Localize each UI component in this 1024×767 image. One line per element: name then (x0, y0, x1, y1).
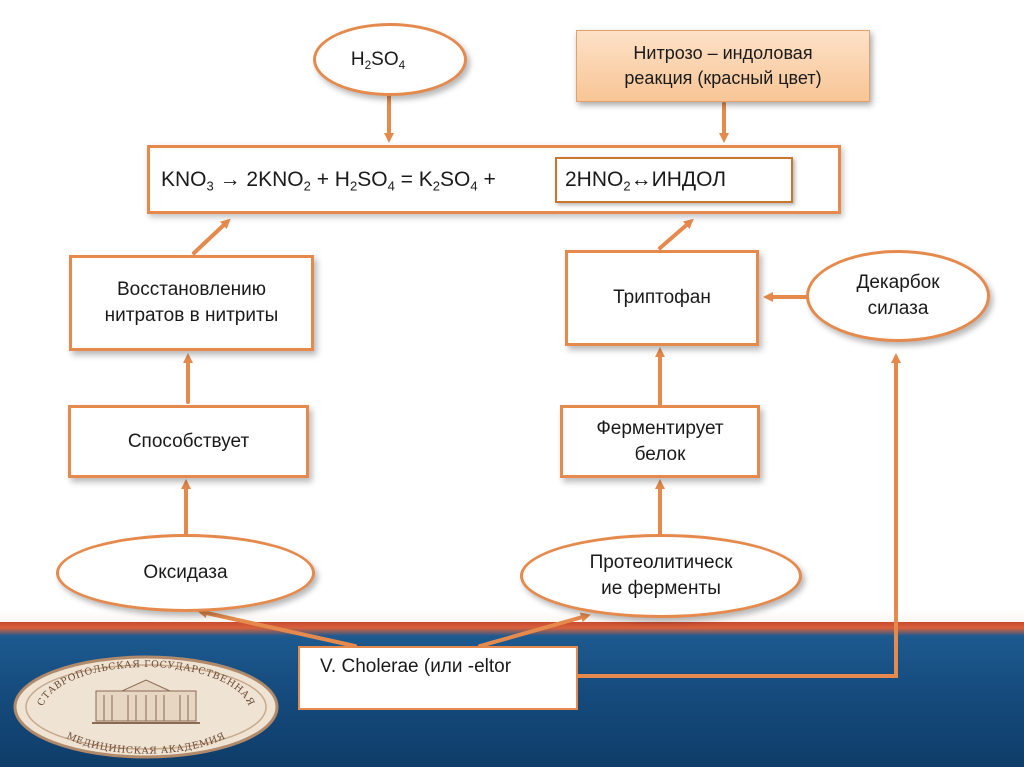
oxidase-ellipse: Оксидаза (56, 534, 315, 612)
nitroso-line2: реакция (красный цвет) (624, 68, 822, 88)
reduction-line2: нитратов в нитриты (104, 305, 279, 326)
building-icon (92, 679, 200, 724)
ferment-line2: белок (634, 443, 686, 465)
vibrio-cholerae-box: V. Cholerae (или -eltor (298, 646, 578, 710)
eq-plus: + (477, 168, 496, 191)
arrow-vchol-to-proteolytic (478, 612, 591, 648)
eq-sub-2a: 2 (303, 178, 311, 194)
ferment-protein-box: Ферментирует белок (560, 405, 760, 478)
vibrio-cholerae-label: V. Cholerae (или -eltor (320, 656, 512, 677)
h2so4-sub1: 2 (364, 58, 372, 72)
h2so4-label: H2SO4 (351, 47, 405, 73)
h2so4-sub2: 4 (398, 58, 406, 72)
nitroso-line1: Нитрозо – индоловая (633, 42, 813, 63)
promotes-box: Способствует (68, 405, 309, 478)
eq-sub-4b: 4 (470, 178, 478, 194)
eq-sub-2c: 2 (432, 178, 441, 194)
eq-arrow-kno2: → 2KNO (213, 168, 304, 191)
promotes-label: Способствует (127, 430, 250, 452)
eq-equals-k: = K (394, 168, 433, 191)
indole-product-text: 2HNO2↔ИНДОЛ (565, 168, 726, 194)
nitroso-indole-note: Нитрозо – индоловая реакция (красный цве… (576, 30, 870, 102)
arrow-tryptophan-to-equation (658, 218, 694, 250)
eq-hno-sub: 2 (623, 178, 631, 194)
h2so4-ellipse: H2SO4 (313, 23, 467, 96)
eq-kno: KNO (161, 168, 207, 191)
oxidase-label: Оксидаза (143, 562, 228, 584)
arrow-vchol-to-oxidase (197, 608, 357, 648)
proteolytic-line2: ие ферменты (601, 578, 721, 599)
h2so4-h: H (350, 48, 365, 70)
eq-sub-3: 3 (206, 178, 214, 194)
equation-box: KNO3 → 2KNO2 + H2SO4 = K2SO4 + 2HNO2↔ИНД… (147, 145, 841, 214)
proteolytic-enzymes-ellipse: Протеолитическ ие ферменты (520, 534, 802, 618)
reduction-line1: Восстановлению (116, 279, 266, 301)
arrow-reduction-to-equation (192, 218, 231, 255)
eq-sub-4a: 4 (387, 178, 395, 194)
arrow-vchol-to-decarbox (576, 353, 901, 678)
eq-plus-h: + H (310, 168, 350, 191)
tryptophan-label: Триптофан (613, 287, 711, 309)
reduction-box: Восстановлению нитратов в нитриты (69, 255, 314, 351)
tryptophan-box: Триптофан (565, 250, 759, 346)
eq-so4b: SO (440, 168, 471, 191)
academy-logo: СТАВРОПОЛЬСКАЯ ГОСУДАРСТВЕННАЯ МЕДИЦИНСК… (13, 655, 279, 759)
equation-text: KNO3 → 2KNO2 + H2SO4 = K2SO4 + (161, 168, 496, 194)
decarboxylase-ellipse: Декарбок силаза (806, 250, 990, 342)
proteolytic-line1: Протеолитическ (589, 552, 733, 574)
decarbox-line1: Декарбок (856, 272, 940, 294)
h2so4-so: SO (371, 48, 399, 70)
decarbox-line2: силаза (867, 298, 929, 319)
eq-so4: SO (357, 168, 388, 191)
eq-indole: ↔ИНДОЛ (630, 168, 726, 191)
ferment-line1: Ферментирует (596, 417, 724, 439)
eq-hno: 2HNO (565, 168, 624, 191)
eq-sub-2b: 2 (349, 178, 358, 194)
indole-product-box: 2HNO2↔ИНДОЛ (555, 157, 793, 203)
